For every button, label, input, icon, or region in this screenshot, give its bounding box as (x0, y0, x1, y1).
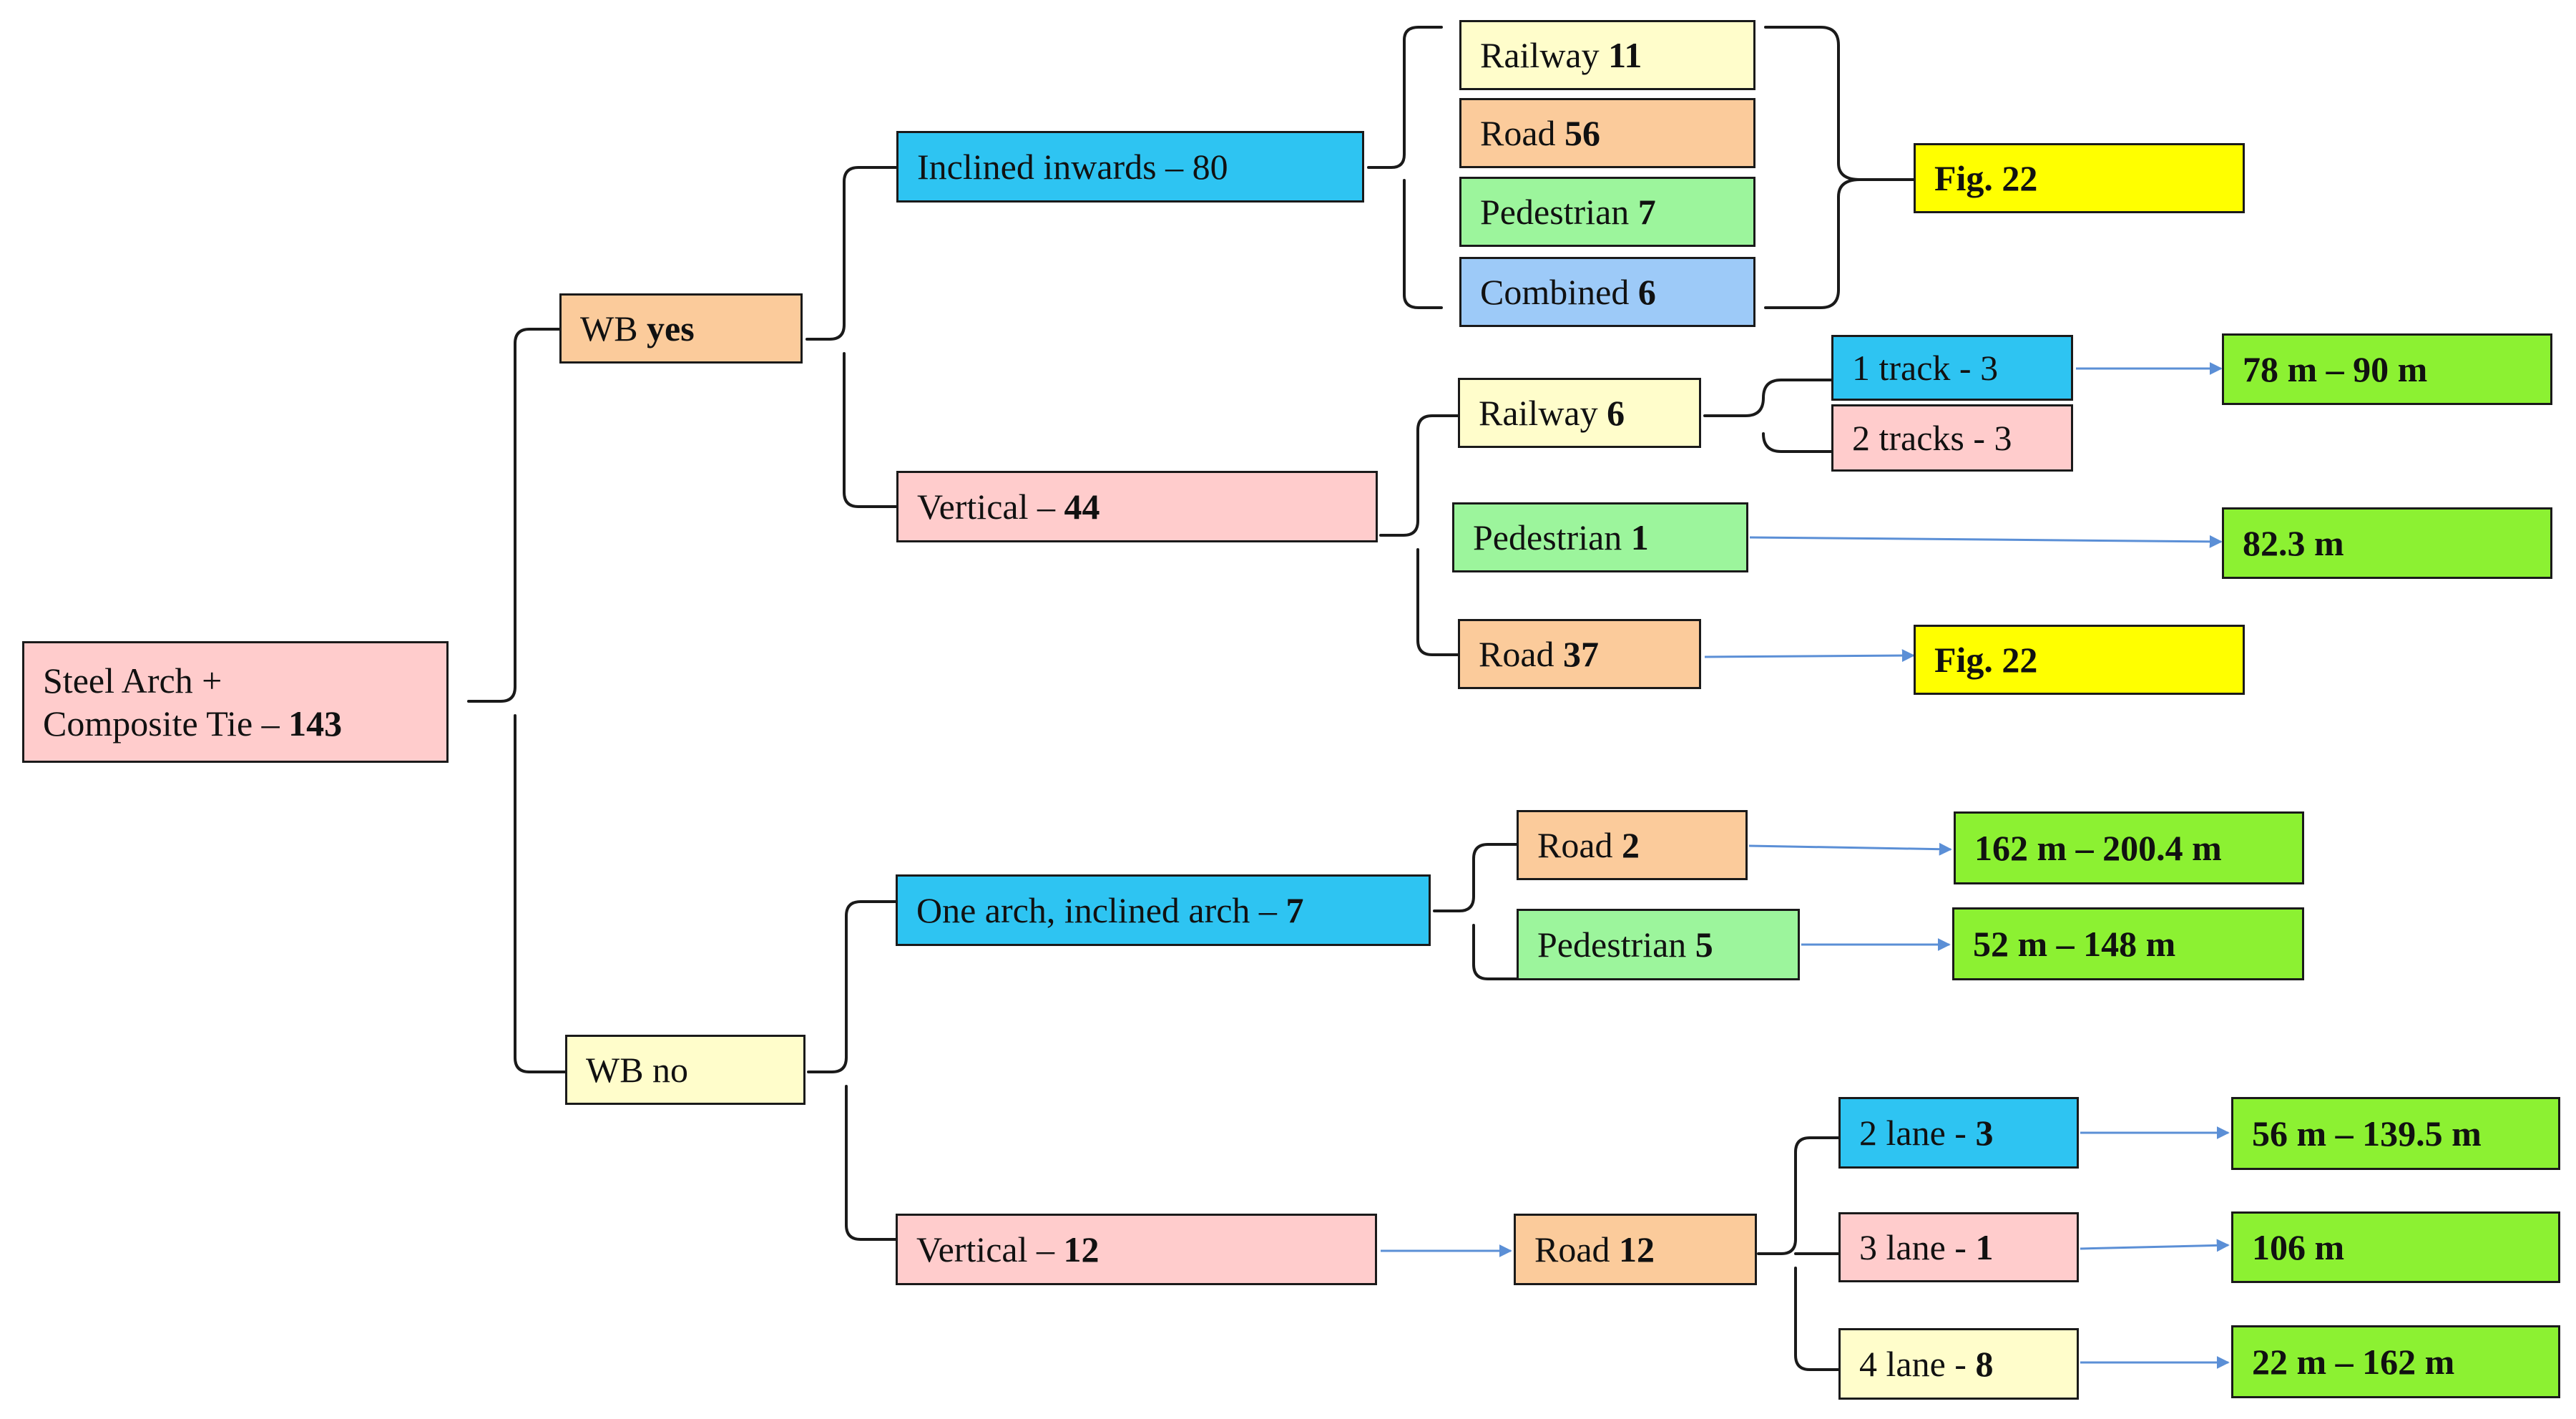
road-2-node: Road 2 (1517, 810, 1748, 880)
lane2-node: 2 lane - 3 (1838, 1097, 2079, 1169)
arrow-pedestrian-1 (1749, 535, 2223, 548)
brace-vertical-44 (1379, 414, 1459, 656)
span-78-90-node: 78 m – 90 m (2222, 333, 2552, 405)
span-56-139-node: 56 m – 139.5 m (2231, 1097, 2560, 1170)
combined-6-node: Combined 6 (1459, 257, 1755, 327)
span-52-148-node: 52 m – 148 m (1952, 907, 2304, 980)
arrow-lane3 (2080, 1239, 2230, 1252)
root-line2: Composite Tie – 143 (43, 703, 343, 743)
lane4-node: 4 lane - 8 (1838, 1328, 2079, 1400)
brace-wb-yes (805, 166, 899, 508)
pedestrian-1-node: Pedestrian 1 (1452, 502, 1748, 572)
railway-11-node: Railway 11 (1459, 20, 1755, 90)
brace-railway-6 (1703, 379, 1834, 453)
span-82-node: 82.3 m (2222, 507, 2552, 579)
railway-6-node: Railway 6 (1458, 378, 1701, 448)
span-162-200-node: 162 m – 200.4 m (1954, 811, 2304, 884)
vertical-12-node: Vertical – 12 (896, 1214, 1377, 1285)
vertical-44-node: Vertical – 44 (896, 471, 1378, 542)
fig22-mid-node: Fig. 22 (1914, 625, 2245, 695)
arrow-road-37 (1704, 649, 1915, 663)
lane3-node: 3 lane - 1 (1838, 1212, 2079, 1282)
wb-no-node: WB no (565, 1035, 805, 1105)
root-line1: Steel Arch + (43, 660, 222, 701)
road-37-node: Road 37 (1458, 619, 1701, 689)
arrow-road-2 (1748, 842, 1952, 856)
bracket-fig22 (1764, 26, 1915, 309)
pedestrian-5-node: Pedestrian 5 (1517, 909, 1800, 980)
brace-inclined (1367, 26, 1443, 309)
pedestrian-7-node: Pedestrian 7 (1459, 177, 1755, 247)
tracks2-node: 2 tracks - 3 (1831, 404, 2073, 472)
brace-one-arch (1433, 843, 1518, 980)
inclined-inwards-node: Inclined inwards – 80 (896, 131, 1364, 203)
wb-yes-node: WB yes (559, 293, 803, 364)
road-56-node: Road 56 (1459, 98, 1755, 168)
brace-wb-no (807, 900, 897, 1241)
road-12-node: Road 12 (1514, 1214, 1757, 1285)
root-node: Steel Arch + Composite Tie – 143 (22, 641, 449, 763)
brace-root (467, 328, 567, 1073)
brace-road-12 (1757, 1136, 1840, 1371)
span-22-162-node: 22 m – 162 m (2231, 1325, 2560, 1398)
one-arch-node: One arch, inclined arch – 7 (896, 874, 1431, 946)
fig22-top-node: Fig. 22 (1914, 143, 2245, 213)
span-106-node: 106 m (2231, 1211, 2560, 1283)
track1-node: 1 track - 3 (1831, 335, 2073, 401)
